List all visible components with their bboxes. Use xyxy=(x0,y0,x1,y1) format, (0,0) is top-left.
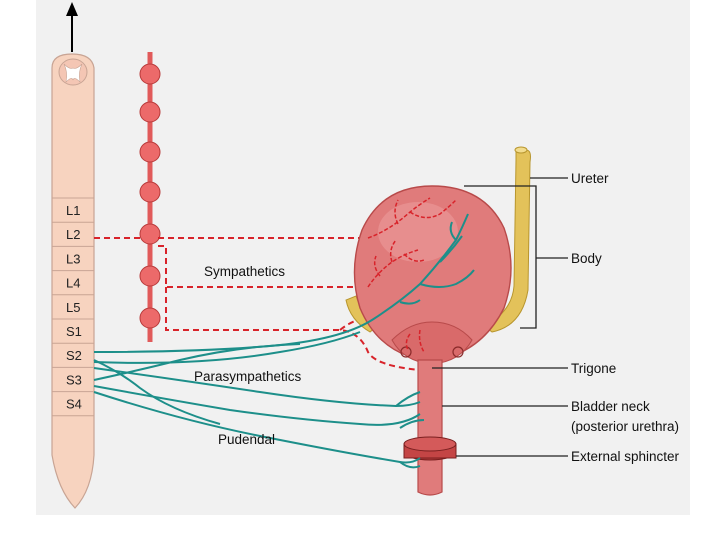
sympathetic-ganglia xyxy=(139,63,161,329)
label-external-sphincter: External sphincter xyxy=(571,449,680,464)
ureter xyxy=(483,149,531,333)
label-sympathetics: Sympathetics xyxy=(204,264,285,279)
segment-label-s4: S4 xyxy=(66,397,82,412)
segment-label-l1: L1 xyxy=(66,203,80,218)
segment-label-l3: L3 xyxy=(66,251,80,266)
segment-label-l4: L4 xyxy=(66,276,80,291)
sympathetic-branches xyxy=(367,197,457,353)
segment-dividers xyxy=(52,197,94,417)
pudendal-nerves xyxy=(93,359,425,469)
segment-label-s1: S1 xyxy=(66,324,82,339)
segment-label-l2: L2 xyxy=(66,227,80,242)
gray-matter xyxy=(63,63,83,83)
ganglion-6 xyxy=(139,265,161,287)
bladder xyxy=(353,185,512,496)
urethra xyxy=(417,359,443,496)
label-bladder-neck: Bladder neck xyxy=(571,399,650,414)
segment-label-s2: S2 xyxy=(66,348,82,363)
trigone-region xyxy=(391,321,473,365)
label-posterior-urethra: (posterior urethra) xyxy=(571,419,679,434)
ganglion-1 xyxy=(139,63,161,85)
label-pudendal: Pudendal xyxy=(218,432,275,447)
sympathetic-chain xyxy=(139,52,161,342)
label-parasympathetics: Parasympathetics xyxy=(194,369,302,384)
segment-label-s3: S3 xyxy=(66,372,82,387)
ganglion-4 xyxy=(139,181,161,203)
external-sphincter xyxy=(403,436,457,461)
ganglion-5 xyxy=(139,223,161,245)
leader-lines xyxy=(432,177,568,457)
label-ureter: Ureter xyxy=(571,171,609,186)
ganglion-3 xyxy=(139,141,161,163)
parasympathetic-nerves xyxy=(93,213,475,381)
label-trigone: Trigone xyxy=(571,361,616,376)
segment-label-l5: L5 xyxy=(66,300,80,315)
ganglion-7 xyxy=(139,307,161,329)
ganglion-2 xyxy=(139,101,161,123)
spinal-cord-body xyxy=(51,53,95,509)
ascending-arrow-icon xyxy=(66,2,78,52)
label-body: Body xyxy=(571,251,602,266)
